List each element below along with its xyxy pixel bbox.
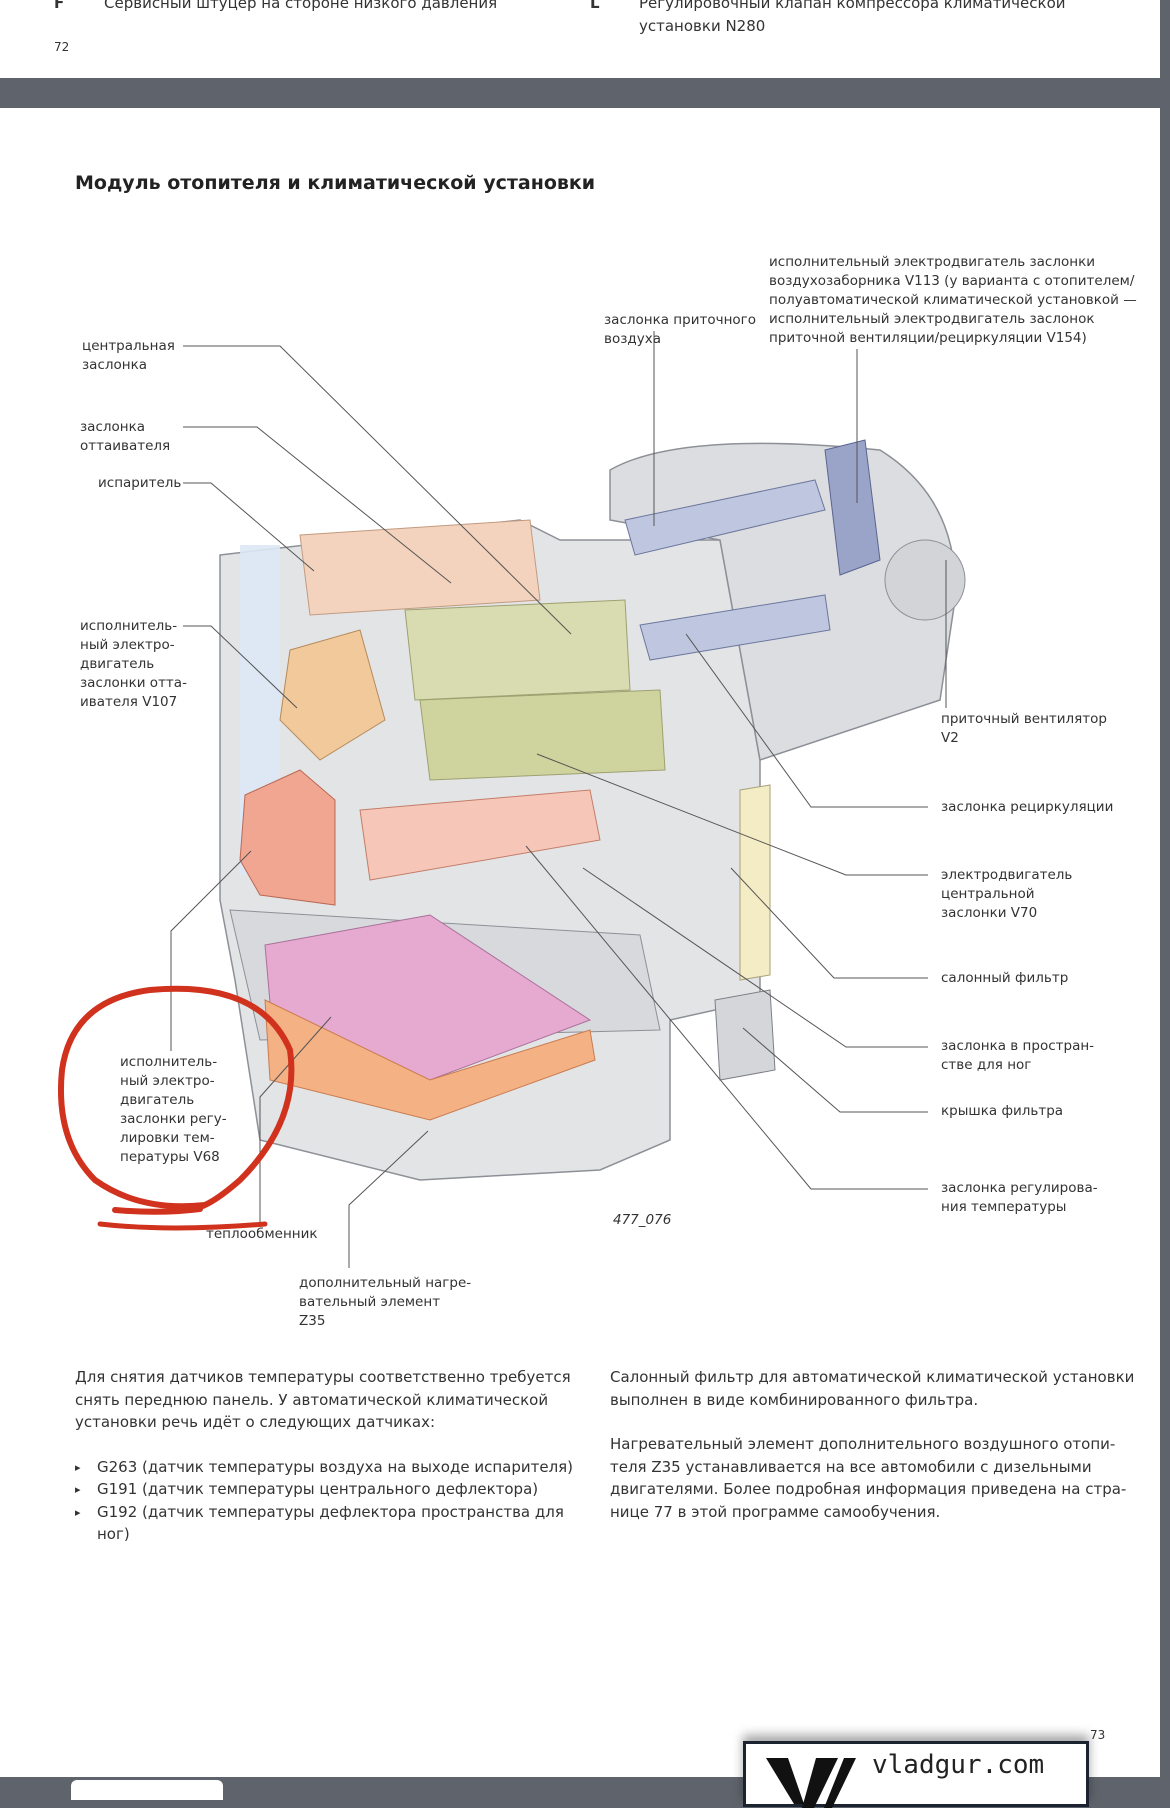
right-column-text: Салонный фильтр для автоматической клима… [610,1366,1150,1523]
paragraph-line: Для снятия датчиков температуры соответс… [75,1368,571,1386]
item-f-text: Сервисный штуцер на стороне низкого давл… [104,0,498,12]
label-line: центральная [82,338,175,354]
label-line: оттаивателя [80,438,171,454]
label-line: исполнительный электродвигатель заслонки [769,254,1095,270]
label-line: приточный вентилятор [941,711,1107,727]
list-item: G192 (датчик температуры дефлектора прос… [75,1501,595,1546]
label-footwell-flap: заслонка в простран- стве для ног [941,1037,1094,1075]
label-line: теплообменник [206,1226,318,1242]
label-line: стве для ног [941,1057,1032,1073]
label-fresh-air-flap: заслонка приточного воздуха [604,311,756,349]
watermark-text: vladgur.com [872,1750,1045,1780]
watermark: vladgur.com [743,1741,1089,1808]
label-line: двигатель [120,1092,195,1108]
label-line: ный электро- [120,1073,215,1089]
label-line: заслонка приточного [604,312,757,328]
list-item: G263 (датчик температуры воздуха на выхо… [75,1456,595,1478]
label-line: исполнитель- [80,618,178,634]
item-l-text-2: установки N280 [639,17,766,35]
label-evaporator: испаритель [98,474,181,493]
label-v107-motor: исполнитель- ный электро- двигатель засл… [80,617,187,712]
item-l-text-1: Регулировочный клапан компрессора климат… [639,0,1066,12]
bottom-tab [71,1780,223,1800]
label-line: лировки тем- [120,1130,215,1146]
label-line: дополнительный нагре- [299,1275,472,1291]
cabin-filter-part [739,784,771,981]
left-column-text: Для снятия датчиков температуры соответс… [75,1366,595,1546]
label-recirc-flap: заслонка рециркуляции [941,798,1113,817]
item-letter-f: F [54,0,65,12]
label-line: ный электро- [80,637,175,653]
label-cabin-filter: салонный фильтр [941,969,1068,988]
page-title: Модуль отопителя и климатической установ… [75,172,596,194]
label-line: вательный элемент [299,1294,441,1310]
label-filter-cover: крышка фильтра [941,1102,1063,1121]
filter-cover-part [714,989,776,1081]
label-line: исполнительный электродвигатель заслонок [769,311,1095,327]
fresh-air-flaps-part [624,439,881,661]
paragraph-line: нице 77 в этой программе самообучения. [610,1502,941,1521]
page-number-72: 72 [54,40,70,54]
label-line: приточной вентиляции/рециркуляции V154) [769,330,1087,346]
label-line: заслонка [82,357,148,373]
label-line: Z35 [299,1313,326,1329]
paragraph-line: Салонный фильтр для автоматической клима… [610,1368,1135,1386]
paragraph-line: двигателями. Более подробная информация … [610,1480,1127,1498]
label-line: заслонка рециркуляции [941,799,1114,815]
page-number-73: 73 [1090,1728,1106,1742]
label-line: воздуха [604,331,661,347]
label-z35-heater: дополнительный нагре- вательный элемент … [299,1274,471,1331]
previous-page-fragment: F Сервисный штуцер на стороне низкого да… [0,0,1160,78]
label-heat-exchanger: теплообменник [206,1225,318,1244]
item-letter-l: L [590,0,600,12]
list-item: G191 (датчик температуры центрального де… [75,1478,595,1501]
label-line: салонный фильтр [941,970,1069,986]
label-line: заслонка [80,419,146,435]
paragraph-line: установки речь идёт о следующих датчиках… [75,1413,436,1431]
label-temp-flap: заслонка регулирова- ния температуры [941,1179,1098,1217]
label-v113-motor: исполнительный электродвигатель заслонки… [769,253,1137,348]
paragraph-line: теля Z35 устанавливается на все автомоби… [610,1457,1092,1476]
label-line: V2 [941,730,959,746]
figure-id: 477_076 [613,1212,672,1228]
label-line: заслонка регулирова- [941,1180,1098,1196]
temp-flap-part [359,789,601,881]
central-flap-part [404,599,666,781]
label-line: заслонки отта- [80,675,187,691]
red-annotation-circle [57,985,295,1231]
label-central-flap: центральная заслонка [82,337,175,375]
label-line: полуавтоматической климатической установ… [769,292,1137,308]
label-line: электродвигатель [941,867,1073,883]
paragraph-line: снять переднюю панель. У автоматической … [75,1390,549,1409]
label-line: воздухозаборника V113 (у варианта с отоп… [769,273,1135,289]
label-line: исполнитель- [120,1054,218,1070]
label-line: ивателя V107 [80,694,178,710]
paragraph-line: Нагревательный элемент дополнительного в… [610,1435,1116,1453]
label-line: заслонки регу- [120,1111,227,1127]
label-v70-motor: электродвигатель центральной заслонки V7… [941,866,1072,923]
label-line: двигатель [80,656,155,672]
label-line: крышка фильтра [941,1103,1064,1119]
v68-motor-part [239,769,336,906]
leader-lines [170,331,947,1268]
label-defrost-flap: заслонка оттаивателя [80,418,170,456]
sensor-list: G263 (датчик температуры воздуха на выхо… [75,1456,595,1546]
v107-motor-part [279,629,386,761]
label-line: ния температуры [941,1199,1067,1215]
paragraph-line: выполнен в виде комбинированного фильтра… [610,1390,979,1409]
label-line: испаритель [98,475,182,491]
page-separator [0,78,1170,108]
label-line: центральной [941,886,1035,902]
label-v68-motor: исполнитель- ный электро- двигатель засл… [120,1053,227,1167]
label-line: пературы V68 [120,1149,220,1165]
watermark-logo-icon [766,1758,856,1808]
z35-heater-part [264,999,596,1121]
label-line: заслонки V70 [941,905,1038,921]
label-line: заслонка в простран- [941,1038,1095,1054]
label-v2-blower: приточный вентилятор V2 [941,710,1107,748]
